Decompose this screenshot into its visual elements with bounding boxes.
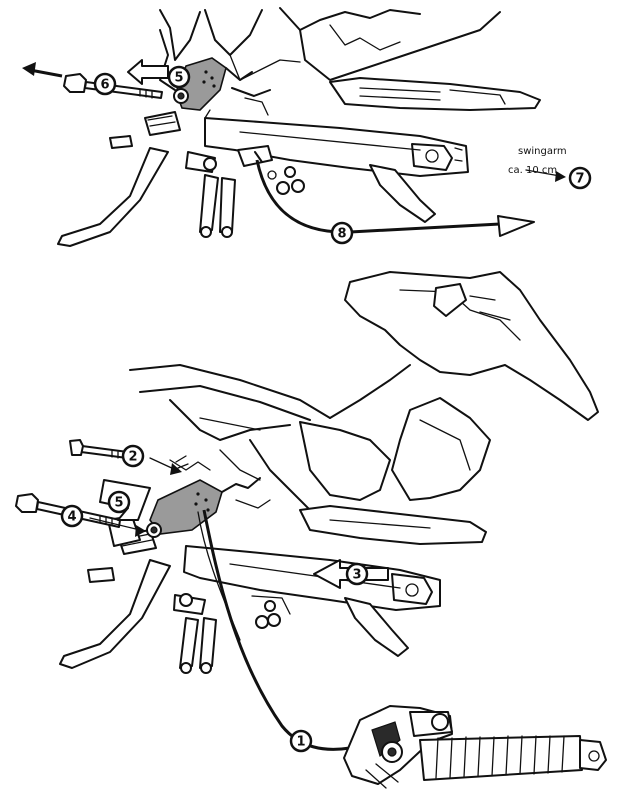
callout-8: 8 — [330, 221, 354, 245]
bottom-tail — [344, 271, 599, 421]
swingarm-note: swingarm ca. 10 cm — [508, 146, 567, 176]
bottom-sidestand — [59, 515, 217, 674]
callout-7: 7 — [568, 166, 592, 190]
bottom-removal-path — [197, 509, 351, 751]
top-swingarm — [204, 117, 469, 223]
callout-4-label: 4 — [67, 510, 76, 525]
top-bolt-arrow — [22, 62, 63, 78]
bottom-bolt-upper — [69, 439, 189, 475]
bottom-frame — [129, 364, 411, 511]
callout-5-bottom: 5 — [107, 490, 131, 514]
bottom-rack — [299, 505, 487, 545]
top-tail-rack — [329, 77, 541, 111]
callout-2-label: 2 — [128, 450, 137, 465]
callout-5-top: 5 — [167, 65, 191, 89]
callout-3: 3 — [345, 562, 369, 586]
swingarm-note-line2: ca. 10 cm — [508, 165, 557, 176]
swingarm-note-line1: swingarm — [518, 146, 567, 157]
shock-absorber — [343, 705, 607, 789]
callout-5-bottom-label: 5 — [114, 496, 123, 511]
top-swingarm-arrow — [525, 169, 566, 182]
callout-6: 6 — [93, 72, 117, 96]
callout-7-label: 7 — [575, 172, 584, 187]
callout-2: 2 — [121, 444, 145, 468]
callout-8-label: 8 — [337, 227, 346, 242]
bottom-bracket — [146, 459, 271, 538]
top-bracket — [173, 57, 271, 119]
bottom-linkage — [251, 595, 291, 629]
top-frame — [159, 7, 501, 91]
bottom-muffler — [391, 397, 491, 501]
callout-3-label: 3 — [352, 568, 361, 583]
top-hollow-arrow — [127, 59, 169, 85]
callout-1: 1 — [289, 729, 313, 753]
top-linkage — [237, 145, 305, 195]
callout-5-top-label: 5 — [174, 71, 183, 86]
bottom-panel — [15, 271, 607, 789]
callout-1-label: 1 — [296, 735, 305, 750]
bottom-swingarm — [183, 545, 441, 657]
callout-4: 4 — [60, 504, 84, 528]
top-panel — [22, 7, 566, 247]
top-sidestand — [57, 111, 236, 247]
callout-6-label: 6 — [100, 78, 109, 93]
